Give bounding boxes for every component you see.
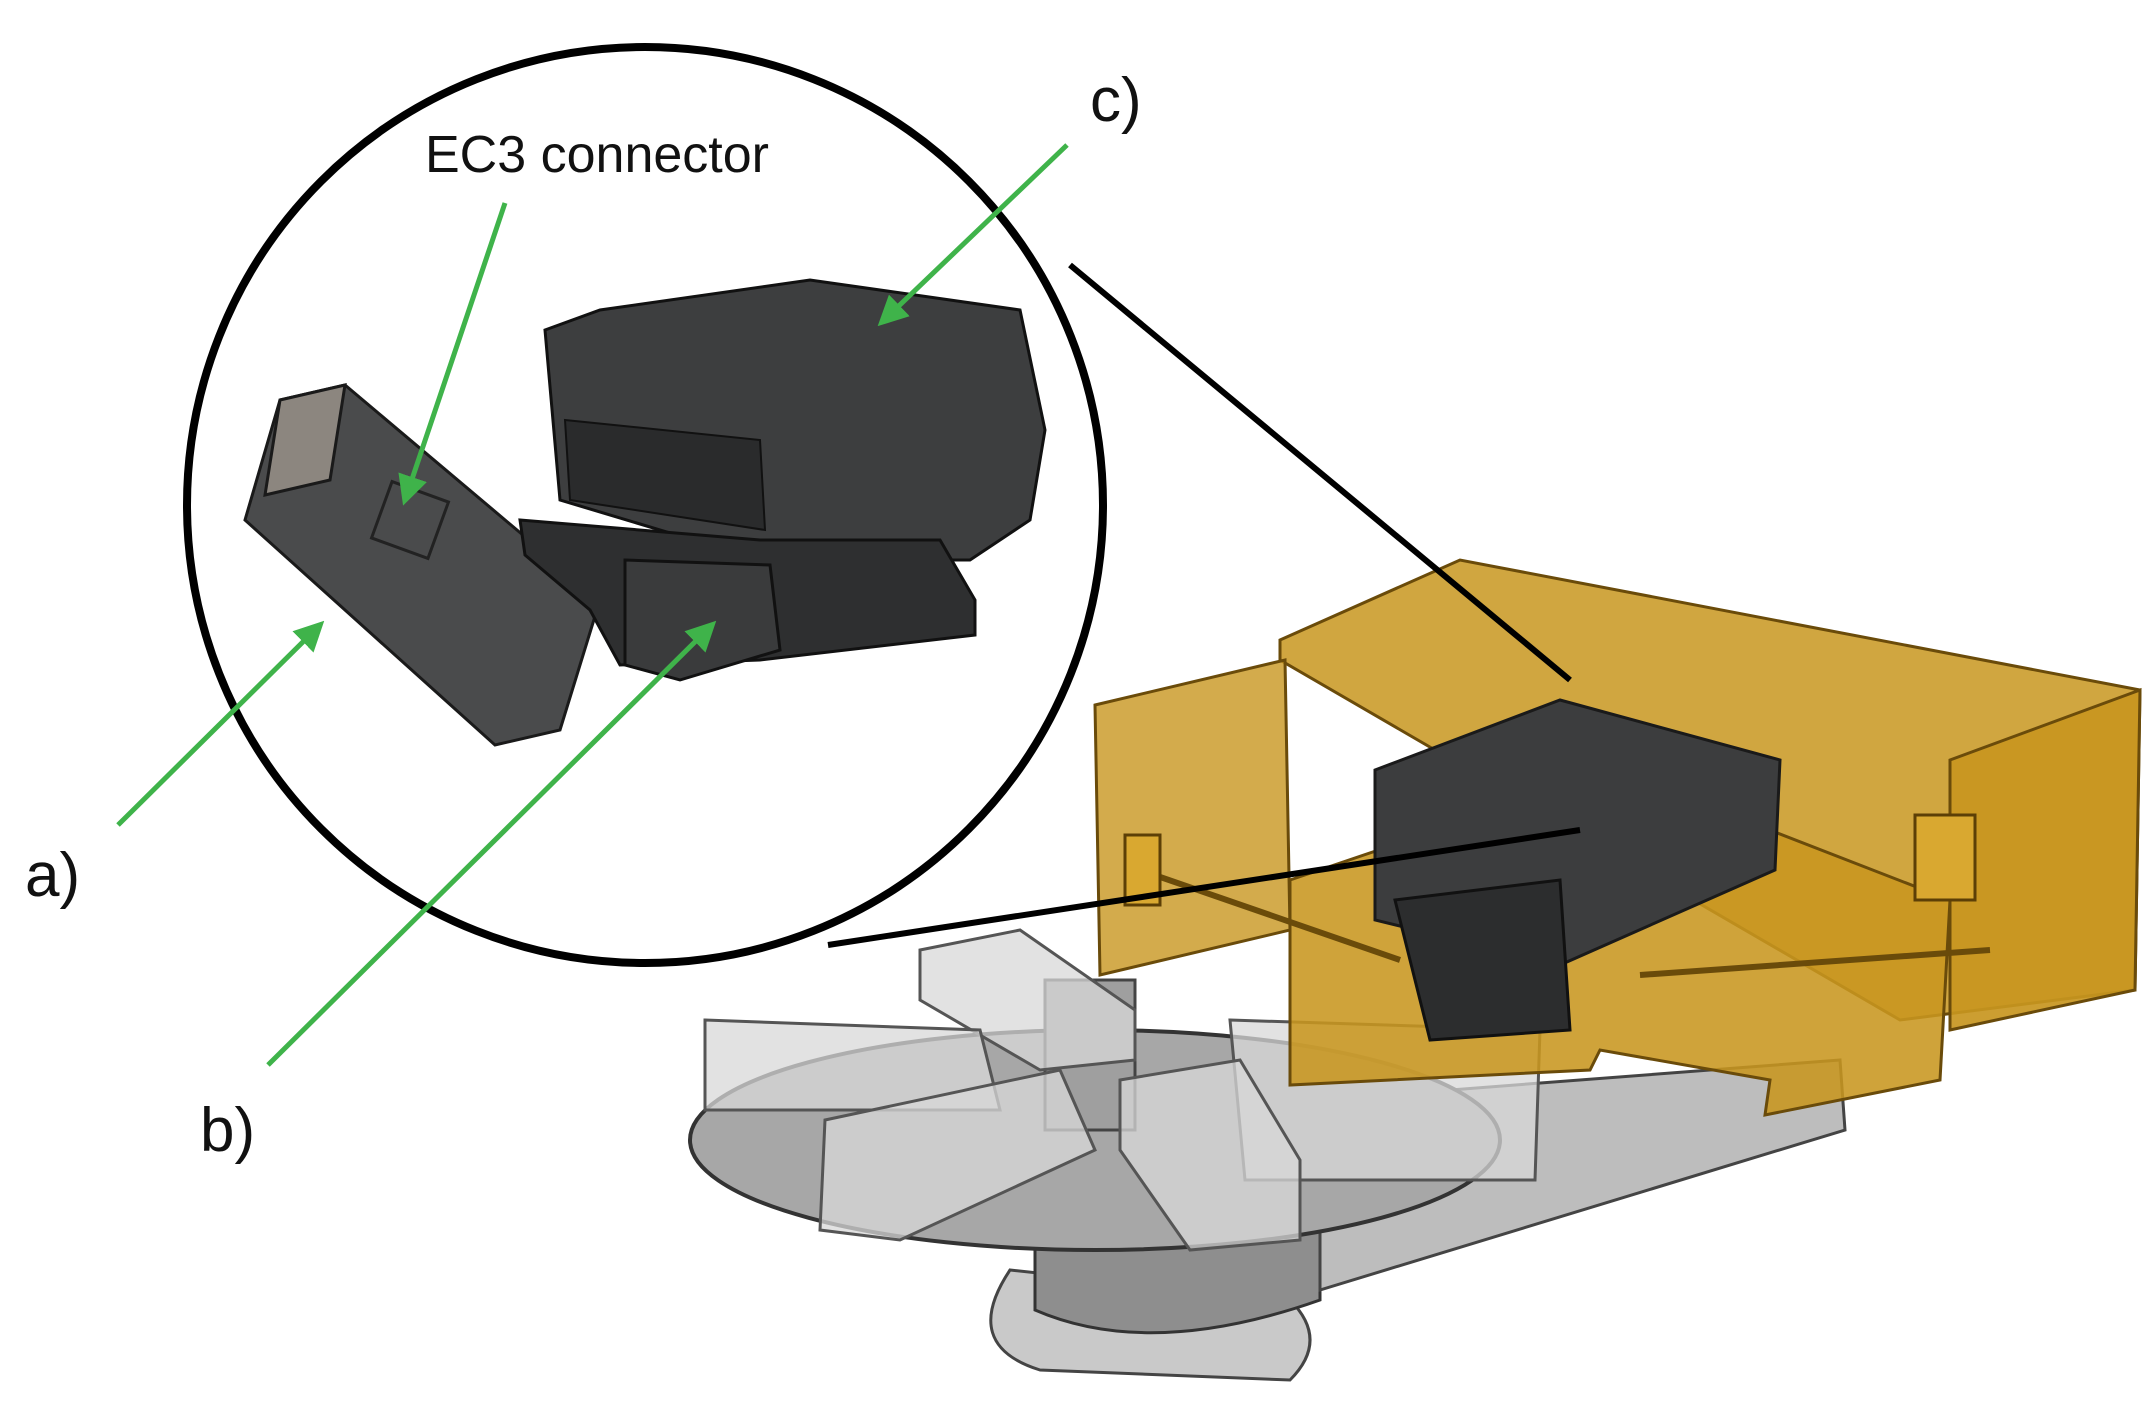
installed-module-base: [1393, 878, 1572, 1042]
callout-line-lower: [827, 827, 1581, 948]
guide-rail-left: [1139, 867, 1401, 963]
bracket-right: [1913, 813, 1977, 902]
bin-front-right: [1118, 1058, 1302, 1252]
label-b: b): [200, 1096, 256, 1165]
cartridge-a: [243, 383, 602, 747]
module-c-opening: [563, 418, 767, 532]
arrow-a: [116, 620, 325, 827]
zoom-callout: [116, 43, 1581, 1067]
arrow-b: [266, 620, 717, 1067]
zoom-circle: [183, 43, 1107, 967]
bin-back: [918, 928, 1137, 1072]
label-ec3-connector: EC3 connector: [425, 126, 769, 184]
cartridge-a-end: [263, 383, 347, 497]
label-a: a): [25, 841, 81, 910]
enclosure-left-wall: [1093, 658, 1292, 977]
arrow-ec3-connector: [398, 202, 508, 506]
arrow-c: [877, 143, 1069, 327]
bin-front-left: [818, 1068, 1097, 1242]
label-c: c): [1090, 66, 1142, 135]
module-c-shell: [543, 278, 1047, 562]
enclosure-right-wall: [1948, 687, 2142, 1032]
callout-line-upper: [1068, 262, 1572, 683]
guide-rail-right: [1639, 947, 1991, 978]
module-b-lower: [623, 558, 782, 682]
module-assembly: [518, 278, 1047, 682]
